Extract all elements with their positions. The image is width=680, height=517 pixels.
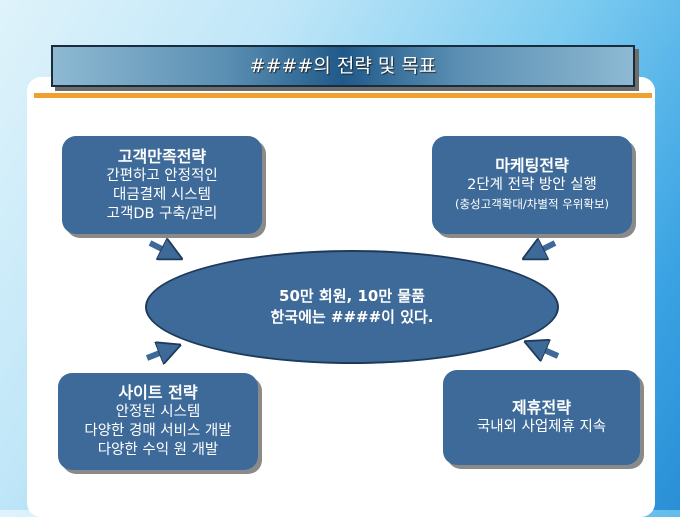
box-heading: 마케팅전략	[495, 156, 569, 175]
box-line: 간편하고 안정적인	[106, 167, 218, 184]
box-line: 다양한 수익 원 개발	[97, 442, 219, 458]
box-line: 고객DB 구축/관리	[106, 205, 218, 222]
arrow-bottom-right	[535, 346, 560, 356]
arrow-top-left	[148, 243, 172, 254]
box-line: 대금결제 시스템	[113, 186, 211, 203]
box-line: 국내외 사업제휴 지속	[476, 419, 607, 435]
arrow-bottom-left	[145, 349, 170, 358]
divider	[34, 93, 652, 98]
slide-title: ####의 전략 및 목표	[51, 45, 635, 87]
center-line: 50만 회원, 10만 물품	[279, 287, 425, 305]
box-heading: 사이트 전략	[118, 383, 198, 402]
box-line: 안정된 시스템	[115, 404, 201, 420]
box-line: (충성고객확대/차별적 우위확보)	[454, 197, 610, 211]
box-line: 2단계 전략 방안 실행	[467, 177, 597, 193]
box-heading: 제휴전략	[512, 398, 571, 417]
arrow-top-right	[533, 243, 557, 254]
marketing-strategy-box: 마케팅전략 2단계 전략 방안 실행 (충성고객확대/차별적 우위확보)	[432, 136, 632, 234]
site-strategy-box: 사이트 전략 안정된 시스템 다양한 경매 서비스 개발 다양한 수익 원 개발	[58, 373, 258, 470]
center-goal-ellipse: 50만 회원, 10만 물품 한국에는 ####이 있다.	[145, 250, 559, 364]
partnership-strategy-box: 제휴전략 국내외 사업제휴 지속	[443, 370, 640, 465]
center-line: 한국에는 ####이 있다.	[270, 308, 434, 326]
box-line: 다양한 경매 서비스 개발	[84, 423, 232, 439]
box-heading: 고객만족전략	[117, 146, 207, 166]
customer-strategy-box: 고객만족전략 간편하고 안정적인 대금결제 시스템 고객DB 구축/관리	[62, 136, 262, 234]
